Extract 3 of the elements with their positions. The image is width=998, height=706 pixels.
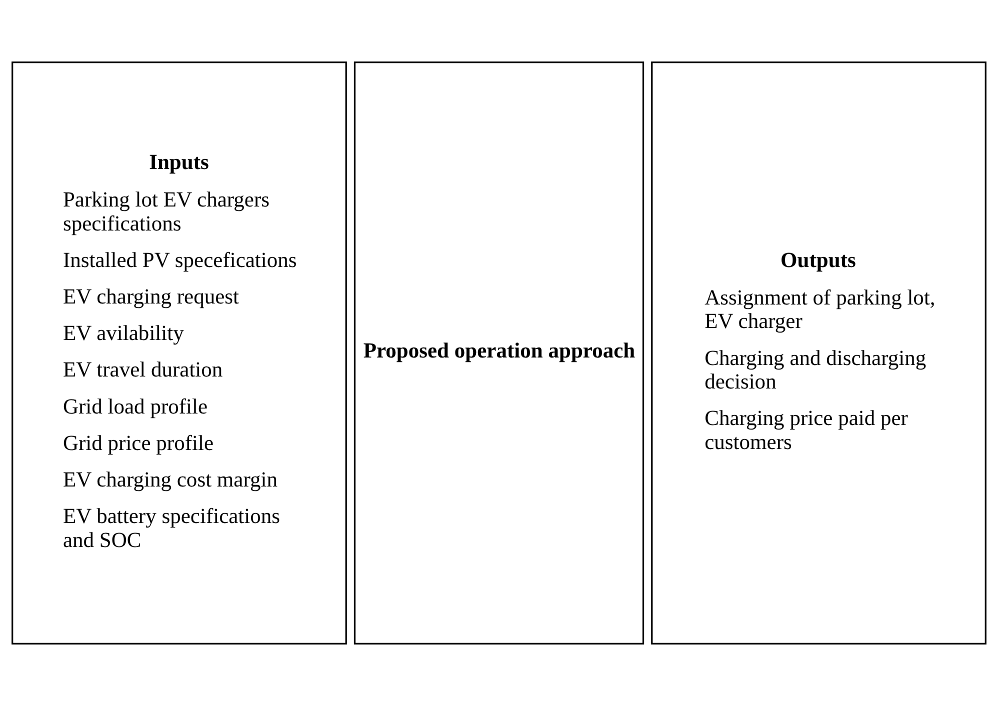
node-box: Outputs Assignment of parking lot, EV charger Charging and discharging decision Charging price paid per customers [651, 62, 986, 644]
node-box: Inputs Parking lot EV chargers specifications Installed PV specefications EV charging request EV avilability EV travel duration Grid load profile Grid price profile EV charging cost margin EV battery specifications and SOC [12, 62, 347, 644]
node-box: Proposed operation approach [354, 62, 644, 644]
